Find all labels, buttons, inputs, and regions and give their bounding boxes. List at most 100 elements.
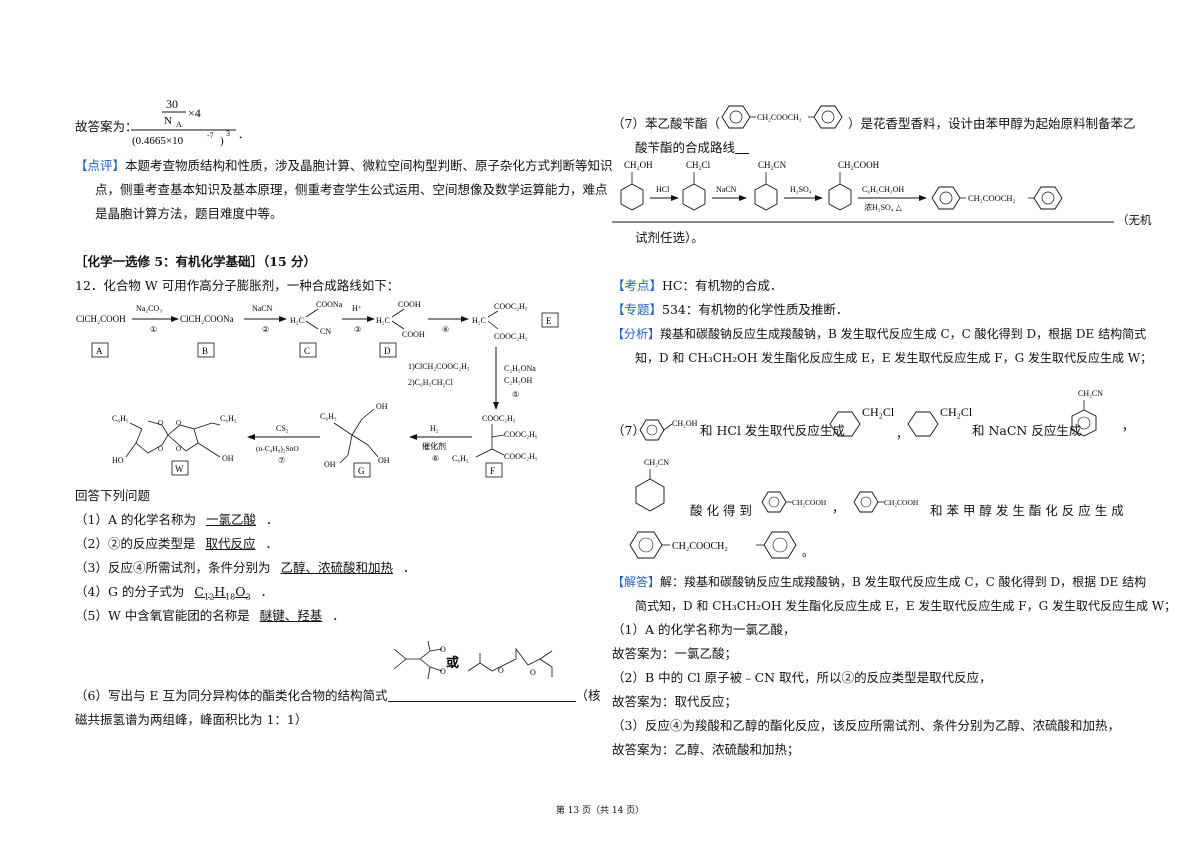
step-1: ① [150,325,157,334]
benzyl-phenylacetate-structure: CH₂COOCH₂ [721,105,843,129]
solution-3-answer: 故答案为：乙醇、浓硫酸和加热； [612,742,800,757]
question-1: （1）A 的化学名称为一氯乙酸． [75,512,279,528]
d-cooh-bottom: COOH [402,330,425,339]
q6-o-2: O [440,667,446,676]
route-product: CH₂COOCH₂ [968,193,1016,203]
w-o-1: O [158,419,163,427]
q2-post: ． [265,536,278,551]
q4-h: H [214,584,226,599]
kaodian: 【考点】HC：有机物的合成． [612,278,782,294]
label-f: F [490,466,495,476]
solution-1: （1）A 的化学名称为一氯乙酸， [612,622,796,637]
a7-ch2cn: CH₂CN [1078,389,1103,398]
formula-numerator: 30 [166,97,178,111]
reagent-5b: 2)C₆H₅CH₂Cl [408,378,454,387]
a7-text-1: 和 HCl 发生取代反应生成 [700,423,845,438]
c-cn: CN [320,327,331,336]
d-h2c: H₂C [376,316,390,325]
f-ester-2: COOC₂H₅ [504,430,538,439]
a7c-end: 。 [802,545,814,559]
kaodian-tag: 【考点】 [612,278,663,293]
jieda-tag: 【解答】 [612,575,661,589]
q6-text: （6）写出与 E 互为同分异构体的酯类化合物的结构简式 [75,688,388,703]
w-o-2: O [158,445,163,453]
w-c6h5-right: C₆H₅ [220,414,237,423]
fenxi-line-2: 知，D 和 CH₃CH₂OH 发生酯化反应生成 E，E 发生取代反应生成 F，G… [635,351,1153,365]
jieda-line-2: 简式知，D 和 CH₃CH₂OH 发生酯化反应生成 E，E 发生取代反应生成 F… [635,599,1177,613]
g-oh-1: OH [376,402,388,411]
formula-na-sub: A [176,120,182,129]
q7-pre: （7）苯乙酸苄酯（ [612,116,720,131]
formula-na: N [164,115,172,127]
c-coona: COONa [316,300,343,309]
reagent-5d: C₂H₅OH [504,376,532,385]
route-ch2cooh: CH₂COOH [838,160,880,170]
question-2: （2）②的反应类型是取代反应． [75,536,278,552]
zhuanti-tag: 【专题】 [612,302,663,317]
q5-post: ． [332,608,345,623]
a7b-text-2: 和 苯 甲 醇 发 生 酯 化 反 应 生 成 [930,503,1124,518]
formula-tail: ． [238,129,249,141]
solution-2: （2）B 中的 Cl 原子被﹣CN 取代，所以②的反应类型是取代反应， [612,670,992,685]
e-h2c: H₂C [472,316,486,325]
w-o-4: O [176,445,181,453]
reagent-cs2: CS₂ [276,424,289,433]
reagent-sno: (n-C₄H₉)₂SnO [256,444,299,453]
q7-line-2: 酸苄酯的合成路线 [635,140,750,156]
step-7: ⑦ [278,456,285,465]
reagent-5c: C₂H₅ONa [504,364,536,373]
a7-comma: ， [896,427,908,441]
q6-o-1: O [440,645,446,654]
reagent-1: Na₂CO₃ [136,304,162,313]
label-a: A [96,346,103,356]
step-3: ③ [354,325,361,334]
a7b-text-1: 酸 化 得 到 [690,503,752,518]
q3-post: ． [402,560,416,575]
reagent-3: H⁺ [352,304,362,313]
a7-ch2cl-2: CH₂Cl [940,405,973,419]
route-end-1: （无机 [1117,213,1152,227]
f-ester-3: COOC₂H₅ [504,452,538,461]
w-o-3: O [176,419,181,427]
q6-o-3: O [498,666,504,675]
question-6-line-2: 磁共振氢谱为两组峰，峰面积比为 1：1） [75,712,308,727]
q5-answer: 醚键、羟基 [259,608,323,623]
w-ho: HO [112,456,124,465]
comment-line-2: 点，侧重考查基本知识及基本原理，侧重考查学生公式运用、空间想像及数学运算能力，难… [95,182,608,197]
box-f [485,462,503,478]
route-end-2: 试剂任选）。 [635,230,704,245]
a7b-acid-structure: CH₂COOH [761,491,827,513]
label-d: D [384,346,391,356]
a7-ch2cl-1: CH₂Cl [862,405,895,419]
label-e: E [546,316,552,326]
box-c [299,342,317,358]
q2-answer: 取代反应 [205,536,256,551]
comment-text-1: 本题考查物质结构和性质，涉及晶胞计算、微粒空间构型判断、原子杂化方式判断等知识 [125,158,613,173]
reagent-cat: 催化剂 [422,441,446,451]
a7-structures-row: CH₂OH CH₂Cl ， CH₂Cl CH₂CN ， [639,389,1134,441]
question-3: （3）反应④所需试剂，条件分别为乙醇、浓硫酸和加热． [75,560,416,576]
box-a [91,342,109,358]
label-c: C [304,346,310,356]
step-4: ④ [442,325,449,334]
page-footer: 第 13 页（共 14 页） [555,806,645,816]
section-title: ［化学一选修 5：有机化学基础］（15 分） [75,254,317,269]
a7b-cooh-1: CH₂COOH [792,498,827,507]
q4-sub-3: 3 [245,592,251,602]
a7c-ester-structure: CH₂COOCH₂ 。 [629,531,814,559]
q1-text: （1）A 的化学名称为 [75,512,196,527]
a7b-comma: ， [832,500,845,515]
question-5: （5）W 中含氧官能团的名称是醚键、羟基． [75,608,345,624]
f-ester-1: COOC₂H₅ [482,414,516,423]
q4-c: C [194,584,204,599]
formula-times4: ×4 [188,106,201,120]
a7-end: ， [1122,419,1134,433]
synthesis-scheme: ClCH₂COOH Na₂CO₃ ① ClCH₂COONa NaCN ② COO… [76,300,559,478]
comment-line-3: 是晶胞计算方法，题目难度中等。 [95,206,283,221]
e-ester-top: COOC₂H₅ [494,302,528,311]
route-h2so4: H₂SO₄ [790,185,812,194]
box-w [171,460,189,476]
comment-tag: 【点评】 [75,158,126,173]
a7-prefix: （7） [612,423,645,438]
